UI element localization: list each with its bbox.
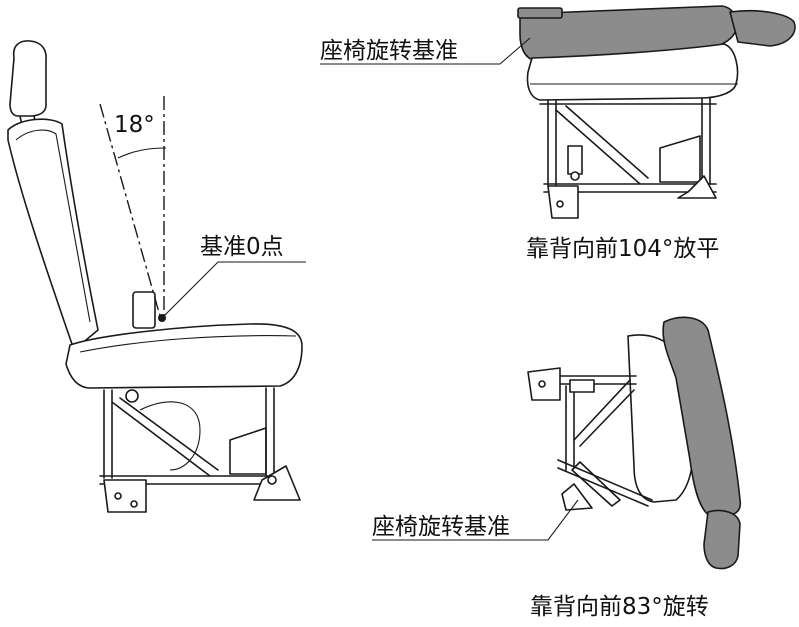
top-right-caption: 靠背向前104°放平 [526,236,719,262]
headrest [9,40,47,117]
folded-seat-cushion [526,43,739,101]
rotated-headrest [703,509,741,570]
rotated-seat-frame [527,367,653,511]
seat-side-view: 18° 基准0点 [7,40,306,513]
seat-cushion [65,323,303,389]
seat-frame [99,387,301,513]
bottom-rotation-ref-label: 座椅旋转基准 [372,514,510,540]
reference-leader-line [161,261,306,319]
bottom-right-caption: 靠背向前83°旋转 [530,594,709,620]
rotated-backrest [662,316,742,517]
seat-rotated-view: 座椅旋转基准 靠背向前83°旋转 [372,316,742,620]
seat-folded-flat-view: 座椅旋转基准 靠背向前104°放平 [320,5,796,262]
folded-headrest [729,9,796,47]
angle-label: 18° [114,112,155,138]
seat-buckle [132,291,156,329]
top-rotation-ref-leader [320,37,531,65]
backrest-axis-line [99,103,161,317]
reference-point-label: 基准0点 [200,234,284,260]
folded-seat-frame [539,97,717,219]
seatback [7,118,99,351]
top-rotation-ref-label: 座椅旋转基准 [320,38,458,64]
bottom-rotation-ref-leader [372,499,579,541]
angle-arc [117,147,167,159]
